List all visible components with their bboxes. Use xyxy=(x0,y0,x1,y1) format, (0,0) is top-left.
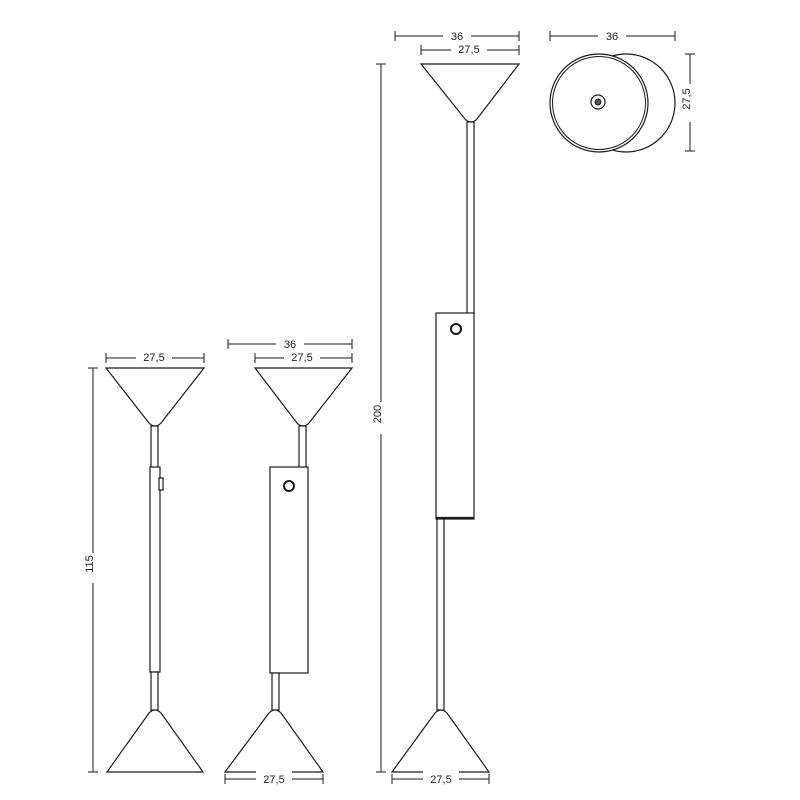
lamp-mid-pole-upper xyxy=(298,425,307,469)
lamp-tall-pole-lower xyxy=(436,518,445,711)
lamp-short-body xyxy=(149,466,161,673)
lamp-tall-shade xyxy=(419,63,521,123)
lamp-mid-body xyxy=(269,466,309,674)
lamp-mid-top-width-label: 27,5 xyxy=(291,352,312,364)
lamp-tall-base xyxy=(390,709,491,773)
lamp-top-view: 36 27,5 xyxy=(549,28,698,153)
lamp-short-pole-lower xyxy=(150,671,159,711)
lamp-tall-top-width-dimension: 27,5 xyxy=(420,41,520,56)
lamp-mid-pole-lower xyxy=(271,672,280,711)
lamp-short-base xyxy=(105,709,205,773)
lamp-short-top-width-dimension: 27,5 xyxy=(105,349,205,364)
lamp-mid-base xyxy=(223,709,325,773)
lamp-mid-top-width-dimension: 27,5 xyxy=(254,349,353,364)
lamp-tall-button xyxy=(450,323,462,335)
lamp-short-switch xyxy=(158,477,164,491)
lamp-mid-front-view: 36 27,5 27,5 xyxy=(223,336,354,786)
lamp-short-height-dimension: 115 xyxy=(84,367,101,773)
lamp-mid-base-width-label: 27,5 xyxy=(263,774,284,786)
top-view-width-dimension: 36 xyxy=(549,28,676,43)
top-view-width-label: 36 xyxy=(606,31,618,43)
lamp-tall-base-width-label: 27,5 xyxy=(430,774,451,786)
lamp-tall-height-dimension: 200 xyxy=(372,63,389,773)
lamp-short-pole-upper xyxy=(150,425,159,469)
lamp-tall-pole-upper xyxy=(466,121,475,315)
lamp-mid-base-width-dimension: 27,5 xyxy=(224,771,324,786)
lamp-mid-button xyxy=(283,480,295,492)
top-view-depth-label: 27,5 xyxy=(681,88,693,109)
top-view-depth-dimension: 27,5 xyxy=(681,53,698,152)
lamp-tall-base-width-dimension: 27,5 xyxy=(391,771,490,786)
lamp-short-top-width-label: 27,5 xyxy=(143,352,164,364)
lamp-tall-top-width-label: 27,5 xyxy=(458,44,479,56)
lamp-short-side-view: 27,5 115 xyxy=(84,349,206,773)
lamp-mid-total-width-label: 36 xyxy=(284,339,296,351)
lamp-tall-total-width-dimension: 36 xyxy=(394,28,520,43)
lamp-short-shade xyxy=(104,367,206,427)
lamp-tall-front-view: 36 27,5 200 xyxy=(372,28,521,786)
lamp-mid-total-width-dimension: 36 xyxy=(227,336,353,351)
lamp-tall-height-label: 200 xyxy=(372,405,384,423)
lamp-tall-body xyxy=(435,312,475,520)
lamp-short-height-label: 115 xyxy=(84,555,96,573)
lamp-mid-shade xyxy=(253,367,354,427)
lamp-tall-total-width-label: 36 xyxy=(451,31,463,43)
